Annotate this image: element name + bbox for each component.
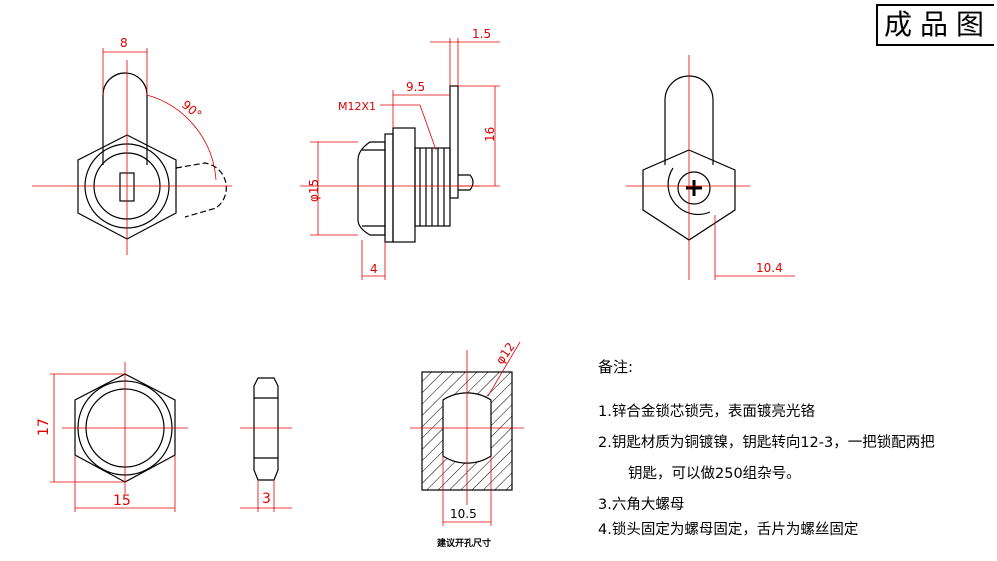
dim-nut-width: 15 bbox=[113, 493, 131, 509]
dim-angle: 90° bbox=[179, 98, 204, 122]
dim-nut-height: 17 bbox=[36, 418, 52, 436]
nut-front-dimensions bbox=[50, 362, 188, 512]
nut-side-dimensions bbox=[240, 427, 292, 512]
note-item: 1.锌合金锁芯锁壳，表面镀亮光铬 bbox=[598, 404, 815, 420]
title-box: 成品图 bbox=[876, 4, 994, 46]
side-view-dimensions bbox=[300, 38, 500, 280]
panel-hole-dimensions bbox=[410, 341, 524, 526]
nut-side-view bbox=[253, 377, 279, 481]
front-view-centerlines bbox=[32, 48, 232, 255]
note-item: 4.锁头固定为螺母固定，舌片为螺丝固定 bbox=[598, 522, 859, 538]
note-item: 2.钥匙材质为铜镀镍，钥匙转向12-3，一把锁配两把 bbox=[598, 435, 935, 451]
dim-head-depth: 4 bbox=[370, 262, 378, 276]
dim-nut-thickness: 3 bbox=[262, 491, 271, 507]
notes-header: 备注: bbox=[598, 358, 634, 376]
dim-hole-diameter: φ12 bbox=[493, 340, 518, 367]
dim-tongue-height: 16 bbox=[483, 127, 497, 142]
side-view bbox=[357, 85, 474, 243]
note-item: 3.六角大螺母 bbox=[598, 497, 685, 513]
note-item: 钥匙，可以做250组杂号。 bbox=[628, 466, 801, 482]
dim-tongue-thickness: 1.5 bbox=[472, 27, 491, 41]
dim-rear-offset: 10.4 bbox=[756, 261, 783, 275]
hole-caption: 建议开孔尺寸 bbox=[437, 539, 492, 549]
rear-view-dimensions bbox=[626, 55, 795, 280]
dim-hole-flat: 10.5 bbox=[450, 507, 477, 521]
dim-front-width: 8 bbox=[120, 36, 128, 50]
front-view bbox=[77, 72, 227, 240]
dim-body-diameter: φ15 bbox=[307, 179, 321, 202]
dim-thread: M12X1 bbox=[338, 100, 376, 113]
dim-tongue-offset: 9.5 bbox=[406, 80, 425, 94]
